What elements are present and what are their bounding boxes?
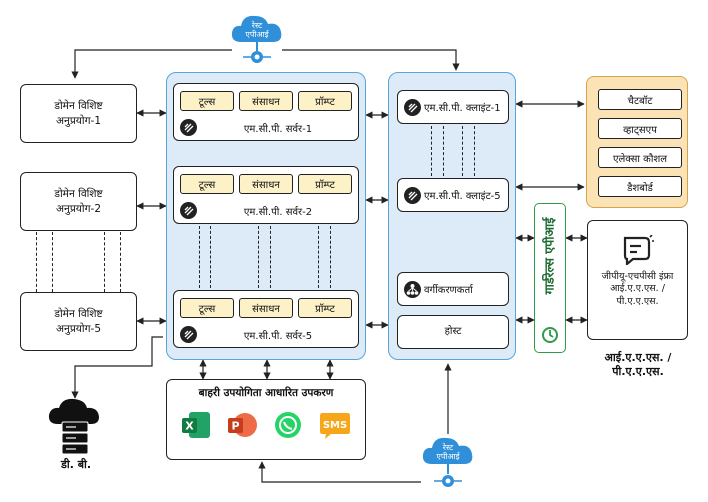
rest-api-bottom-line2: एपीआई — [436, 451, 460, 461]
domain-ellipsis-right1 — [104, 232, 105, 292]
hierarchy-icon — [404, 281, 421, 298]
prompt-chip[interactable]: प्रॉम्प्ट — [298, 91, 352, 111]
mcp-logo-icon — [180, 326, 197, 343]
whatsapp-button[interactable]: व्हाट्सएप — [598, 118, 682, 139]
server-ellipsis-4 — [270, 226, 271, 288]
sync-icon — [542, 327, 558, 343]
client-ellipsis-3 — [462, 126, 463, 176]
external-tools[interactable]: बाहरी उपयोगिता आधारित उपकरण X P SMS — [166, 379, 366, 460]
guardrails-label: गार्डरेल्स एपीआई — [541, 217, 557, 295]
client-label: एम.सी.पी. क्लाइंट-5 — [424, 191, 501, 202]
chatbot-button[interactable]: चैटबॉट — [598, 89, 682, 110]
resources-chip[interactable]: संसाधन — [239, 91, 293, 111]
prompt-chip[interactable]: प्रॉम्प्ट — [298, 174, 352, 194]
mcp-logo-icon — [404, 99, 421, 116]
cloud-icon — [422, 437, 473, 487]
mcp-client-5[interactable]: एम.सी.पी. क्लाइंट-5 — [397, 178, 509, 212]
powerpoint-icon[interactable]: P — [227, 410, 257, 440]
client-ellipsis-4 — [474, 126, 475, 176]
client-label: एम.सी.पी. क्लाइंट-1 — [424, 103, 501, 114]
rest-api-bottom: रेस्ट एपीआई — [420, 434, 476, 492]
domain-ellipsis-left — [36, 232, 37, 292]
mcp-logo-icon — [180, 119, 197, 136]
server-label: एम.सी.पी. सर्वर-5 — [243, 331, 313, 342]
dashboard-button[interactable]: डैशबोर्ड — [598, 176, 682, 197]
sms-label: SMS — [323, 420, 347, 431]
apps-panel: चैटबॉट व्हाट्सएप एलेक्सा कौशल डैशबोर्ड — [586, 76, 688, 208]
chat-doc-icon — [623, 235, 654, 265]
host-box[interactable]: होस्ट — [397, 315, 509, 349]
domain-ellipsis-right2 — [120, 232, 121, 292]
mcp-server-2[interactable]: टूल्स संसाधन प्रॉम्प्ट एम.सी.पी. सर्वर-2 — [173, 166, 359, 224]
mcp-server-1[interactable]: टूल्स संसाधन प्रॉम्प्ट एम.सी.पी. सर्वर-1 — [173, 83, 359, 141]
sms-icon[interactable]: SMS — [319, 410, 351, 440]
cloud-icon — [231, 15, 282, 63]
mcp-logo-icon — [180, 202, 197, 219]
resources-chip[interactable]: संसाधन — [239, 174, 293, 194]
tools-chip[interactable]: टूल्स — [180, 91, 234, 111]
rest-api-top: रेस्ट एपीआई — [229, 8, 285, 66]
db-label: डी. बी. — [60, 458, 92, 471]
gpu-caption: आई.ए.ए.एस. / पी.ए.ए.एस. — [604, 351, 672, 379]
server-ellipsis-1 — [199, 226, 200, 288]
client-ellipsis-2 — [443, 126, 444, 176]
excel-icon[interactable]: X — [181, 410, 211, 440]
server-ellipsis-3 — [258, 226, 259, 288]
svg-text:X: X — [185, 420, 194, 433]
tools-chip[interactable]: टूल्स — [180, 174, 234, 194]
mcp-client-1[interactable]: एम.सी.पी. क्लाइंट-1 — [397, 90, 509, 124]
host-label: होस्ट — [444, 326, 462, 338]
database: डी. बी. — [46, 398, 106, 474]
guardrails-api[interactable]: गार्डरेल्स एपीआई — [534, 203, 566, 353]
gpu-hpc-infra[interactable]: जीपीयू-एचपीसी इंफ्रा आई.ए.ए.एस. / पी.ए.ए… — [587, 220, 688, 340]
domain-app-5[interactable]: डोमेन विशिष्ट अनुप्रयोग-5 — [20, 292, 137, 351]
server-ellipsis-5 — [318, 226, 319, 288]
prompt-chip[interactable]: प्रॉम्प्ट — [298, 298, 352, 318]
domain-app-1[interactable]: डोमेन विशिष्ट अनुप्रयोग-1 — [20, 84, 137, 143]
server-ellipsis-2 — [210, 226, 211, 288]
svg-text:P: P — [231, 420, 239, 433]
client-ellipsis-1 — [431, 126, 432, 176]
alexa-skill-button[interactable]: एलेक्सा कौशल — [598, 147, 682, 168]
server-ellipsis-6 — [330, 226, 331, 288]
classifier-label: वर्गीकरणकर्ता — [424, 285, 473, 296]
whatsapp-icon[interactable] — [273, 410, 303, 440]
mcp-logo-icon — [404, 187, 421, 204]
rest-api-top-line2: एपीआई — [245, 29, 269, 39]
server-label: एम.सी.पी. सर्वर-2 — [243, 207, 313, 218]
cloud-server-icon — [48, 398, 99, 455]
gpu-box-label: जीपीयू-एचपीसी इंफ्रा आई.ए.ए.एस. / पी.ए.ए… — [601, 271, 674, 307]
mcp-server-5[interactable]: टूल्स संसाधन प्रॉम्प्ट एम.सी.पी. सर्वर-5 — [173, 290, 359, 348]
domain-app-2[interactable]: डोमेन विशिष्ट अनुप्रयोग-2 — [20, 172, 137, 231]
domain-ellipsis-mid — [52, 232, 53, 292]
server-label: एम.सी.पी. सर्वर-1 — [243, 124, 313, 135]
resources-chip[interactable]: संसाधन — [239, 298, 293, 318]
external-tools-title: बाहरी उपयोगिता आधारित उपकरण — [198, 387, 334, 399]
rest-api-bottom-line1: रेस्ट — [442, 443, 454, 452]
classifier-box[interactable]: वर्गीकरणकर्ता — [397, 272, 509, 306]
tools-chip[interactable]: टूल्स — [180, 298, 234, 318]
rest-api-top-line1: रेस्ट — [251, 21, 263, 30]
